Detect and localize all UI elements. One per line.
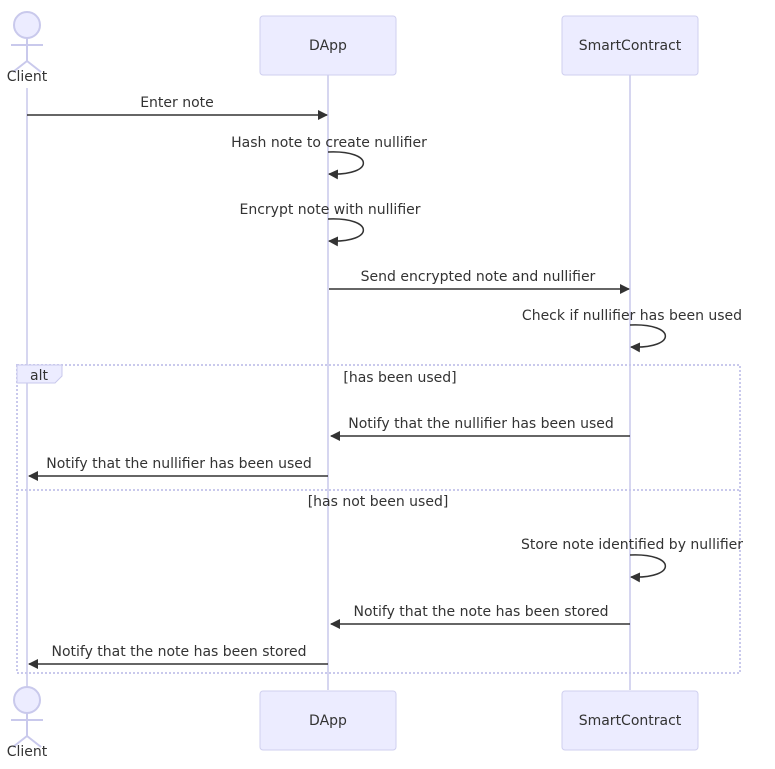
message-label-8: Store note identified by nullifier	[521, 537, 743, 553]
message-label-3: Encrypt note with nullifier	[239, 202, 420, 218]
message-label-10: Notify that the note has been stored	[51, 644, 306, 660]
participant-dapp-bottom: DApp	[259, 690, 397, 751]
message-label-4: Send encrypted note and nullifier	[361, 269, 596, 285]
self-loop-arrow-5	[629, 324, 666, 353]
message-label-5: Check if nullifier has been used	[522, 308, 742, 324]
message-label-2: Hash note to create nullifier	[231, 135, 427, 151]
participant-contract-label-bottom: SmartContract	[579, 713, 682, 729]
alt-frame: alt [has been used] [has not been used]	[16, 364, 741, 674]
actor-leg-right	[26, 735, 42, 748]
actor-client-bottom: Client	[7, 686, 48, 760]
participant-box	[259, 690, 397, 751]
actor-client-label: Client	[7, 69, 48, 85]
actor-client-label-bottom: Client	[7, 744, 48, 760]
participant-contract-label: SmartContract	[579, 38, 682, 54]
self-loop-arrow-2	[327, 151, 364, 180]
participant-contract-top: SmartContract	[561, 15, 699, 76]
participant-dapp-label-bottom: DApp	[309, 713, 347, 729]
actor-leg-left	[12, 60, 28, 73]
alt-keyword-tab	[16, 364, 63, 384]
actor-client-top: Client	[7, 11, 48, 85]
actor-leg-right	[26, 60, 42, 73]
actor-leg-left	[12, 735, 28, 748]
self-loop-arrow-8	[629, 554, 666, 583]
alt-keyword: alt	[30, 368, 48, 384]
message-label-9: Notify that the note has been stored	[353, 604, 608, 620]
alt-condition-1: [has been used]	[343, 370, 456, 386]
message-label-6: Notify that the nullifier has been used	[348, 416, 614, 432]
participant-box	[259, 15, 397, 76]
actor-head	[13, 686, 41, 714]
participant-box	[561, 15, 699, 76]
participant-box	[561, 690, 699, 751]
alt-frame-border	[16, 364, 741, 674]
message-label-1: Enter note	[140, 95, 214, 111]
alt-condition-2: [has not been used]	[308, 494, 449, 510]
self-loop-arrow-3	[327, 218, 364, 247]
actor-head	[13, 11, 41, 39]
participant-contract-bottom: SmartContract	[561, 690, 699, 751]
message-label-7: Notify that the nullifier has been used	[46, 456, 312, 472]
participant-dapp-top: DApp	[259, 15, 397, 76]
participant-dapp-label: DApp	[309, 38, 347, 54]
